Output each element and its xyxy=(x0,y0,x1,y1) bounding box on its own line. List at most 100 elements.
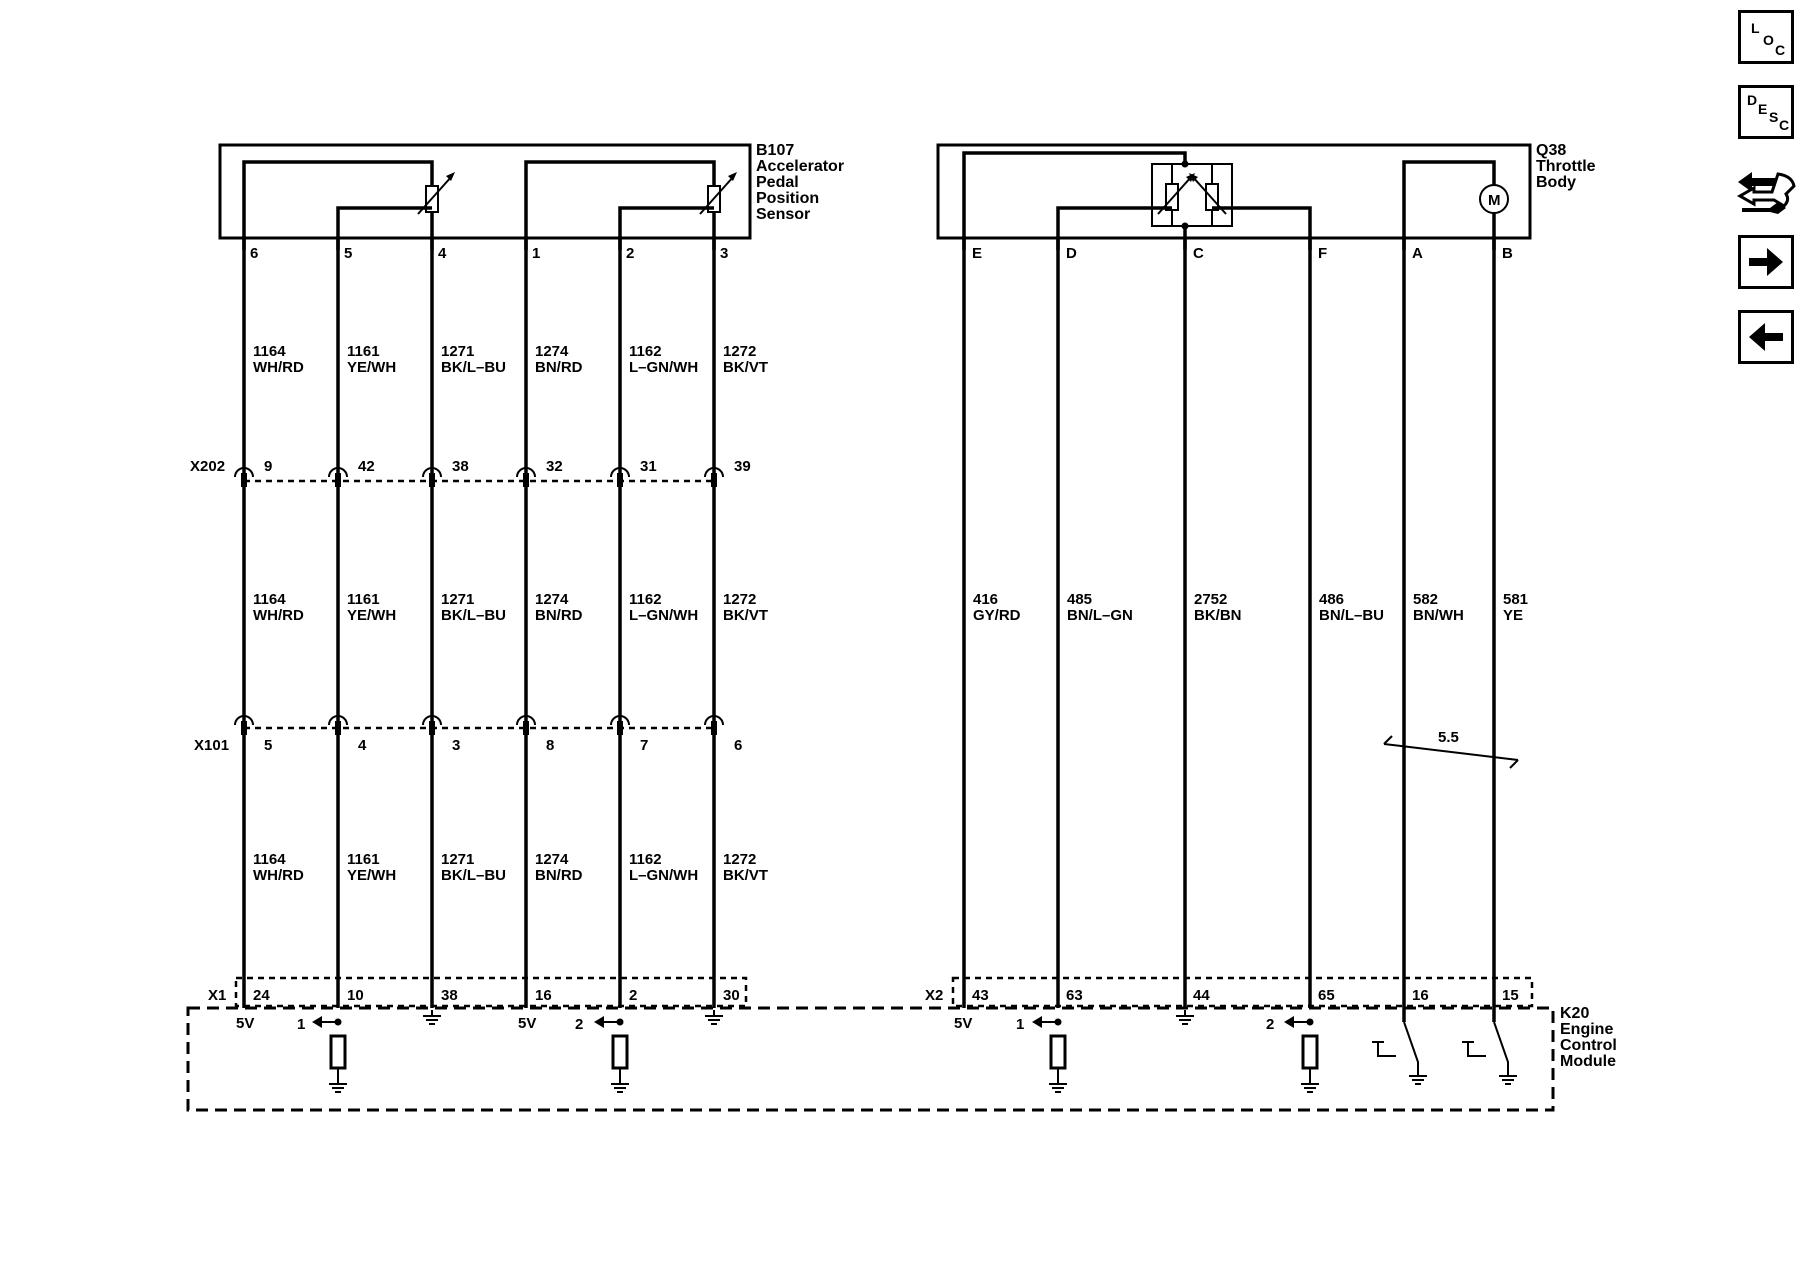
ecm-pin-label: 10 xyxy=(347,987,364,1004)
circuit-number: 1161 xyxy=(347,851,380,868)
wire-color: BN/L–BU xyxy=(1319,607,1384,624)
ecm-pin-label: 2 xyxy=(629,987,637,1004)
wire-color: WH/RD xyxy=(253,359,304,376)
circuit-number: 582 xyxy=(1413,591,1438,608)
ecm-ref-label: 1 xyxy=(297,1016,305,1033)
throttle-pin-label: B xyxy=(1502,245,1513,262)
wire-color: GY/RD xyxy=(973,607,1021,624)
loc-letter-o: O xyxy=(1763,32,1774,48)
circuit-number: 1272 xyxy=(723,591,756,608)
circuit-number: 1164 xyxy=(253,591,286,608)
wire-color: BN/L–GN xyxy=(1067,607,1133,624)
loc-letter-c: C xyxy=(1775,42,1786,58)
circuit-number: 1162 xyxy=(629,343,662,360)
x202-pin-label: 38 xyxy=(452,458,469,475)
x202-pin-label: 32 xyxy=(546,458,563,475)
x101-pin-label: 7 xyxy=(640,737,648,754)
ecm-pin-label: 15 xyxy=(1502,987,1519,1004)
connector-tool-icon[interactable] xyxy=(1734,160,1798,220)
circuit-number: 1161 xyxy=(347,591,380,608)
loc-button[interactable]: L O C xyxy=(1738,10,1794,64)
x202-pin-label: 39 xyxy=(734,458,751,475)
ecm-pin-label: 16 xyxy=(535,987,552,1004)
wire-color: BN/RD xyxy=(535,607,583,624)
x101-label: X101 xyxy=(194,737,229,754)
x2-label: X2 xyxy=(925,987,943,1004)
desc-letter-e: E xyxy=(1758,101,1768,117)
sensor-pin-label: 4 xyxy=(438,245,447,262)
x202-label: X202 xyxy=(190,458,225,475)
b107-label: B107 Accelerator Pedal Position Sensor xyxy=(756,142,844,223)
circuit-number: 486 xyxy=(1319,591,1344,608)
x2-connector-box xyxy=(951,976,1534,1008)
x101-pin-label: 8 xyxy=(546,737,554,754)
wire-color: L–GN/WH xyxy=(629,607,698,624)
wire-color: YE/WH xyxy=(347,359,396,376)
ecm-pin-label: 63 xyxy=(1066,987,1083,1004)
ecm-ref-label: 2 xyxy=(1266,1016,1274,1033)
b107-label-line: Sensor xyxy=(756,206,810,223)
ecm-pin-label: 65 xyxy=(1318,987,1335,1004)
ecm-pin-label: 24 xyxy=(253,987,270,1004)
x101-pin-label: 5 xyxy=(264,737,272,754)
x101-pin-label: 3 xyxy=(452,737,460,754)
circuit-number: 2752 xyxy=(1194,591,1227,608)
next-button[interactable] xyxy=(1738,235,1794,289)
circuit-number: 581 xyxy=(1503,591,1528,608)
throttle-pin-label: E xyxy=(972,245,982,262)
k20-label-line: Engine xyxy=(1560,1021,1613,1038)
ecm-5v-label: 5V xyxy=(236,1015,254,1032)
circuit-number: 1272 xyxy=(723,343,756,360)
motor-label: M xyxy=(1488,192,1501,209)
throttle-pin-label: F xyxy=(1318,245,1327,262)
ecm-ref-label: 2 xyxy=(575,1016,583,1033)
circuit-number: 1274 xyxy=(535,591,569,608)
sensor-pin-label: 5 xyxy=(344,245,352,262)
wire-color: BK/L–BU xyxy=(441,867,506,884)
desc-letter-d: D xyxy=(1747,92,1758,108)
wire-color: BK/VT xyxy=(723,607,768,624)
desc-letter-c: C xyxy=(1779,117,1790,133)
circuit-number: 1162 xyxy=(629,591,662,608)
circuit-number: 485 xyxy=(1067,591,1092,608)
b107-label-line: Position xyxy=(756,190,819,207)
sensor-pin-label: 2 xyxy=(626,245,634,262)
circuit-number: 1161 xyxy=(347,343,380,360)
previous-button[interactable] xyxy=(1738,310,1794,364)
q38-throttle-body: M xyxy=(936,143,1532,250)
wire-color: BK/L–BU xyxy=(441,607,506,624)
circuit-number: 1164 xyxy=(253,851,286,868)
k20-label: K20 Engine Control Module xyxy=(1560,1005,1617,1070)
wire-color: BK/BN xyxy=(1194,607,1242,624)
x202-pin-label: 42 xyxy=(358,458,375,475)
wire-color: BN/WH xyxy=(1413,607,1464,624)
b107-label-line: B107 xyxy=(756,142,794,159)
k20-ecm-boundary xyxy=(186,1006,1555,1112)
wire-color: BN/RD xyxy=(535,867,583,884)
circuit-number: 1272 xyxy=(723,851,756,868)
k20-label-line: Module xyxy=(1560,1053,1616,1070)
x1-connector-box xyxy=(234,976,748,1008)
ecm-pin-label: 43 xyxy=(972,987,989,1004)
throttle-pin-label: D xyxy=(1066,245,1077,262)
q38-label: Q38 Throttle Body xyxy=(1536,142,1596,191)
ecm-pin-label: 30 xyxy=(723,987,740,1004)
wire-color: BN/RD xyxy=(535,359,583,376)
right-wire-group: E416GY/RD43D485BN/L–GN63C2752BK/BN44F486… xyxy=(962,238,1528,1022)
circuit-number: 1271 xyxy=(441,851,474,868)
b107-sensor xyxy=(218,143,752,250)
x101-pin-label: 6 xyxy=(734,737,742,754)
x202-pin-label: 9 xyxy=(264,458,272,475)
wire-color: BK/VT xyxy=(723,359,768,376)
left-wire-group: 61164WH/RD91164WH/RD51164WH/RD2451161YE/… xyxy=(234,238,768,1008)
circuit-number: 416 xyxy=(973,591,998,608)
k20-label-line: K20 xyxy=(1560,1005,1589,1022)
q38-label-line: Q38 xyxy=(1536,142,1566,159)
circuit-number: 1164 xyxy=(253,343,286,360)
sensor-pin-label: 1 xyxy=(532,245,540,262)
x202-pin-label: 31 xyxy=(640,458,657,475)
ecm-pin-label: 38 xyxy=(441,987,458,1004)
loc-letter-l: L xyxy=(1751,20,1760,36)
wire-color: WH/RD xyxy=(253,607,304,624)
desc-button[interactable]: D E S C xyxy=(1738,85,1794,139)
